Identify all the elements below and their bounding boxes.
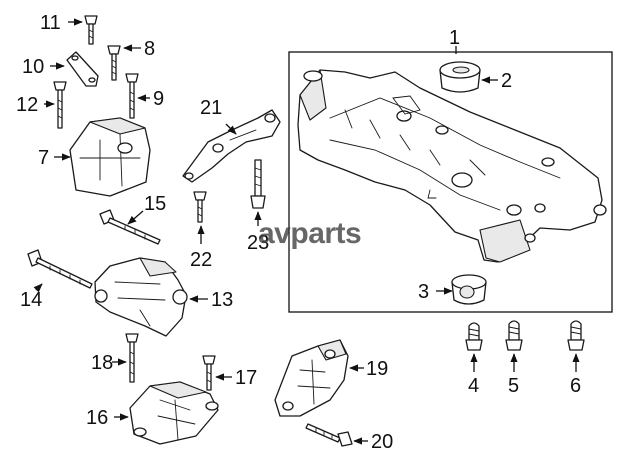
bolt-12-part[interactable] [53,81,67,129]
callout-13: 13 [211,289,233,311]
bolt-11-part[interactable] [84,15,98,45]
bolt-9-part[interactable] [125,73,139,119]
bracket-10-part[interactable] [66,51,99,87]
bushing-upper-part[interactable] [439,61,481,93]
callout-23: 23 [247,232,269,254]
callout-9: 9 [153,88,164,110]
callout-4: 4 [468,375,479,397]
callout-5: 5 [508,375,519,397]
bolt-23-part[interactable] [250,159,266,209]
bolt-4-part[interactable] [465,322,483,351]
callout-19: 19 [366,358,388,380]
callout-17: 17 [235,367,257,389]
engine-mount-7-part[interactable] [69,117,151,197]
callout-8: 8 [144,38,155,60]
callout-labels: 1 2 3 4 5 6 7 8 9 10 11 12 13 14 15 16 1… [16,12,581,453]
trans-mount-16-part[interactable] [129,381,219,445]
callout-7: 7 [38,147,49,169]
bolt-5-part[interactable] [505,320,523,351]
callout-1: 1 [449,27,460,49]
bolt-6-part[interactable] [567,320,585,351]
callout-21: 21 [200,97,222,119]
subframe-group-box [288,51,613,313]
callout-12: 12 [16,94,38,116]
bracket-19-part[interactable] [274,339,349,417]
bolt-20-part[interactable] [305,423,353,447]
callout-11: 11 [40,12,61,34]
bolt-18-part[interactable] [125,333,139,383]
callout-6: 6 [570,375,581,397]
bolt-14-part[interactable] [27,249,93,289]
bolt-17-part[interactable] [202,355,216,391]
engine-mount-13-part[interactable] [94,257,188,337]
link-21-part[interactable] [182,109,281,183]
callout-22: 22 [190,249,212,271]
bushing-lower-part[interactable] [451,274,487,305]
callout-10: 10 [22,56,44,78]
bolt-8-part[interactable] [107,45,121,81]
callout-16: 16 [86,407,108,429]
callout-20: 20 [371,431,393,453]
bolt-15-part[interactable] [99,209,161,245]
callout-15: 15 [144,193,166,215]
callout-2: 2 [501,70,512,92]
watermark-text: avparts [258,217,361,250]
leader-lines [33,18,580,445]
subframe-part[interactable] [297,69,607,263]
callout-14: 14 [20,289,42,311]
bolt-22-part[interactable] [193,191,207,223]
callout-3: 3 [418,281,429,303]
callout-18: 18 [91,352,113,374]
